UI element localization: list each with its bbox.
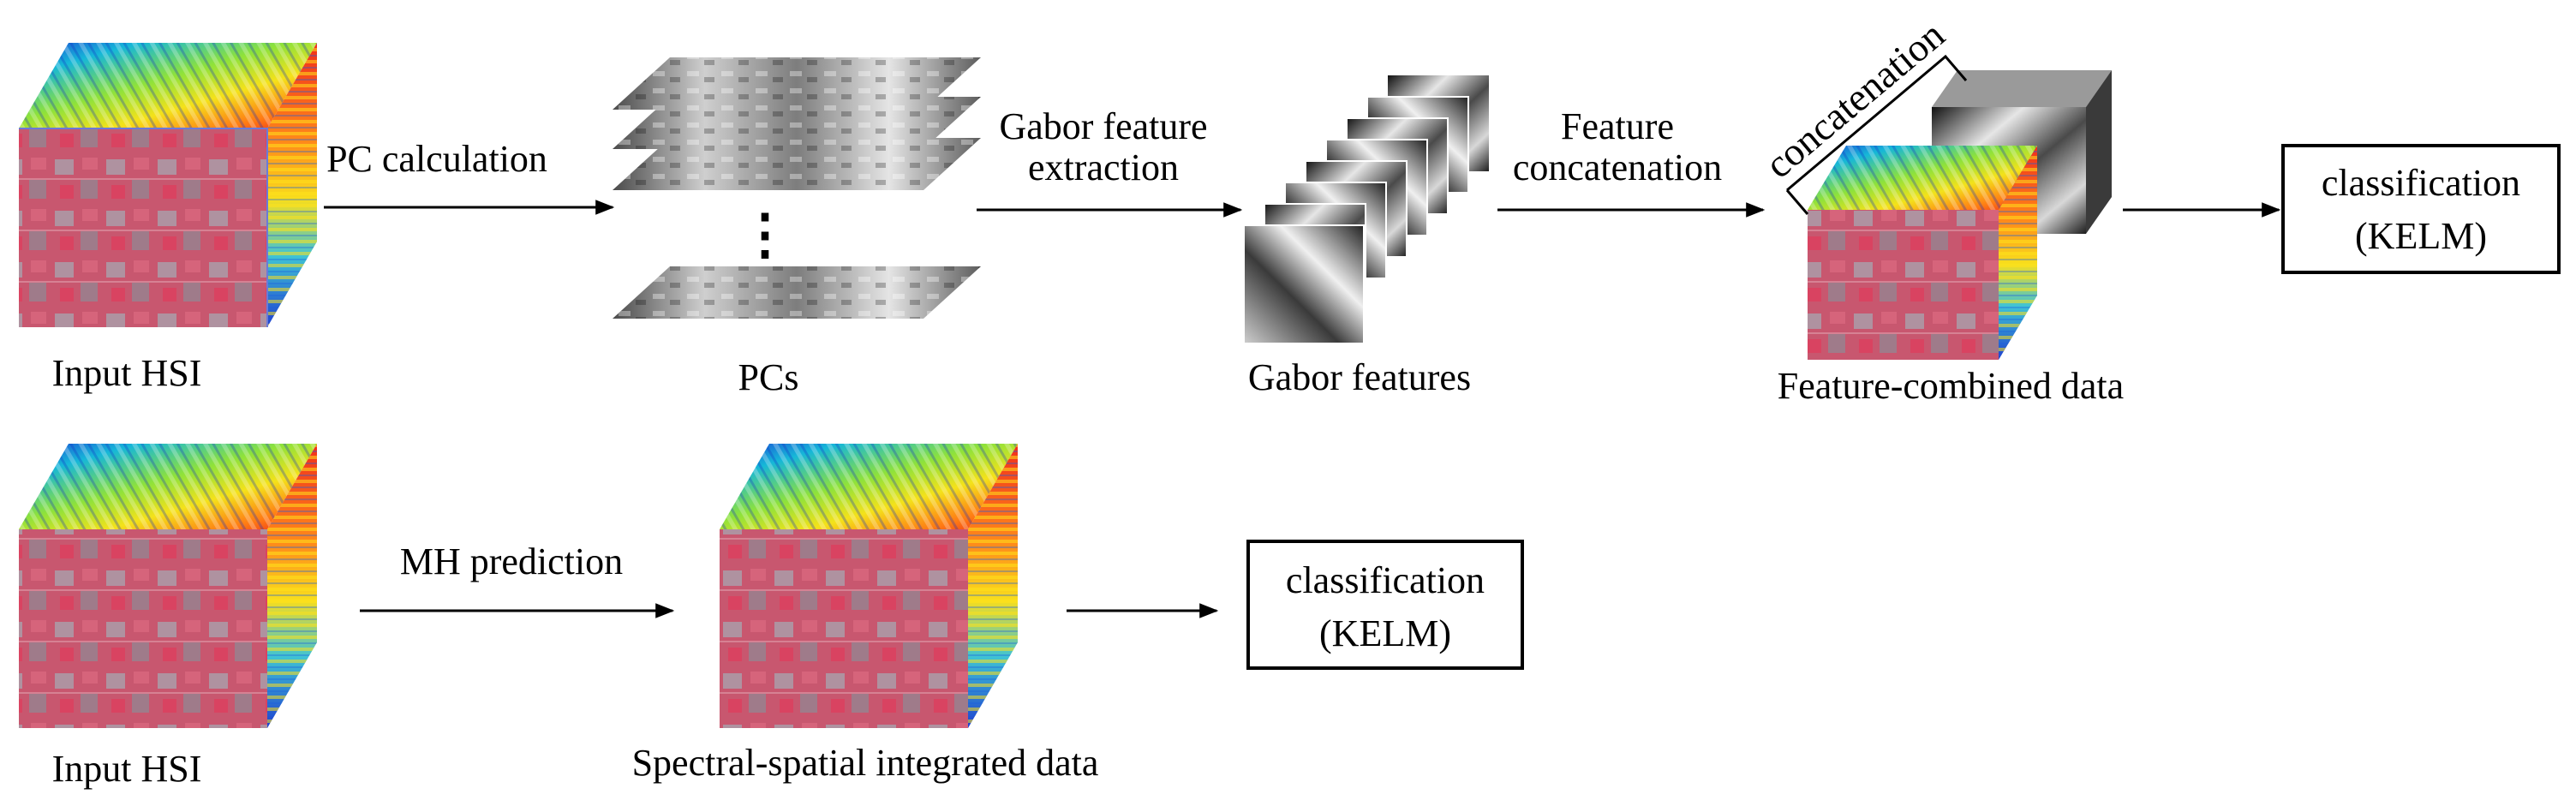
concatenation-bracket-line	[1786, 54, 1968, 192]
gabor-extraction-label-line1: Gabor feature	[999, 105, 1207, 147]
pcs-stack	[613, 57, 981, 319]
pcs-label: PCs	[738, 356, 799, 398]
feature-combined-label: Feature-combined data	[1778, 365, 2124, 407]
gabor-features-stack	[1243, 75, 1489, 344]
feature-concat-label-line2: concatenation	[1513, 146, 1722, 188]
classifier-bottom-line1: classification	[1286, 559, 1485, 601]
classifier-top-line1: classification	[2322, 162, 2520, 204]
classifier-top-line2: (KELM)	[2355, 215, 2487, 257]
spectral-spatial-label: Spectral-spatial integrated data	[632, 742, 1099, 784]
input-hsi-label-top: Input HSI	[52, 352, 202, 394]
classifier-bottom-line2: (KELM)	[1319, 612, 1451, 654]
classifier-box-top	[2281, 144, 2561, 274]
input-hsi-cube-top	[19, 43, 317, 327]
feature-concat-label-line1: Feature	[1561, 105, 1674, 147]
pc-calculation-label: PC calculation	[326, 138, 547, 180]
pcs-ellipsis: ⋮	[738, 204, 792, 265]
spectral-spatial-cube	[720, 444, 1018, 728]
input-hsi-label-bottom: Input HSI	[52, 748, 202, 790]
concatenation-bracket-tick	[1785, 189, 1809, 215]
input-hsi-cube-bottom	[19, 444, 317, 728]
classifier-box-bottom	[1246, 540, 1524, 670]
mh-prediction-label: MH prediction	[400, 540, 623, 582]
gabor-extraction-label-line2: extraction	[1028, 146, 1179, 188]
gabor-features-label: Gabor features	[1248, 356, 1471, 398]
feature-combined-cube	[1808, 70, 2112, 360]
